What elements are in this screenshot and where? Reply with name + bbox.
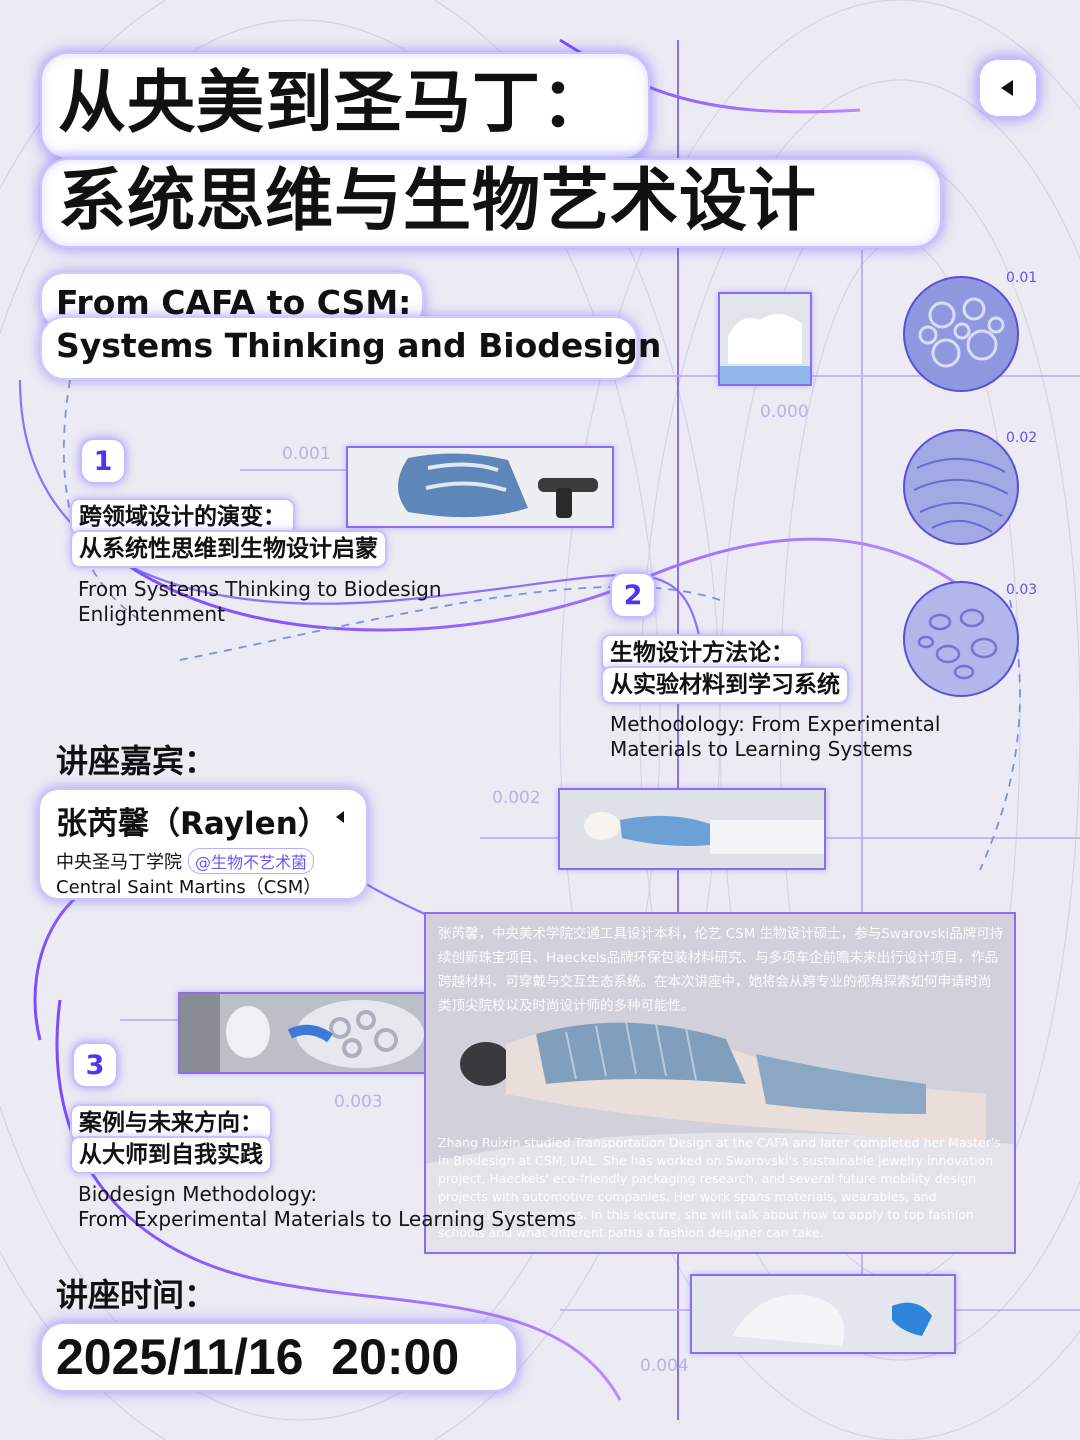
petri-dish-image [903,581,1019,697]
axis-label: 0.003 [334,1092,383,1112]
lab-gloves-photo [558,788,826,870]
section-subtitle-line: Materials to Learning Systems [610,737,913,761]
section-title-box: 从实验材料到学习系统 [603,668,847,702]
section-subtitle-line: From Systems Thinking to Biodesign [78,577,442,601]
subtitle-line2: Systems Thinking and Biodesign [56,326,662,365]
title-line2: 系统思维与生物艺术设计 [58,162,818,241]
time-heading: 讲座时间： [56,1276,217,1314]
sculpture-photo [690,1274,956,1354]
section-subtitle-line: From Experimental Materials to Learning … [78,1207,577,1231]
subtitle-line2-card [42,318,636,378]
section-subtitle-line: Enlightenment [78,602,225,626]
title-line1-card [42,54,648,158]
section-title-box: 从大师到自我实践 [72,1138,270,1172]
petri-label: 0.03 [1006,582,1038,598]
bio-panel: 张芮馨，中央美术学院交通工具设计本科，伦艺 CSM 生物设计硕士，参与Swaro… [424,912,1016,1254]
section-number-badge: 3 [74,1044,116,1086]
axis-label: 0.004 [640,1356,689,1376]
title-line1: 从央美到圣马丁： [58,64,611,143]
section-subtitle-line: Biodesign Methodology: [78,1182,318,1206]
bio-text-en: Zhang Ruixin studied Transportation Desi… [438,1135,1001,1240]
section-title-line: 跨领域设计的演变： [79,504,286,530]
subtitle-line1: From CAFA to CSM: [56,283,412,322]
section-title-line: 从大师到自我实践 [79,1142,263,1168]
axis-label: 0.002 [492,788,541,808]
small-triangle-icon[interactable] [334,810,346,824]
axis-label: 0.000 [760,402,809,422]
section-title-line: 生物设计方法论： [610,640,794,666]
petri-label: 0.02 [1006,430,1038,446]
speaker-name: 张芮馨（Raylen） [56,806,329,842]
section-title-line: 从系统性思维到生物设计启蒙 [79,536,378,562]
speaker-card [40,790,366,898]
section-subtitle-line: Methodology: From Experimental [610,712,941,736]
speaker-school-en: Central Saint Martins（CSM） [56,877,322,898]
speaker-handle[interactable]: @生物不艺术菌 [188,848,315,874]
speaker-heading: 讲座嘉宾： [56,742,217,780]
section-title-box: 案例与未来方向： [72,1106,270,1140]
speaker-school-cn: 中央圣马丁学院 @生物不艺术菌 [56,848,315,874]
section-title-box: 生物设计方法论： [603,636,801,670]
section-title-line: 案例与未来方向： [79,1110,263,1136]
section-title-line: 从实验材料到学习系统 [610,672,840,698]
bio-text-cn: 张芮馨，中央美术学院交通工具设计本科，伦艺 CSM 生物设计硕士，参与Swaro… [438,926,1004,1014]
section-title-box: 从系统性思维到生物设计启蒙 [72,532,385,566]
lecture-datetime: 2025/11/16 20:00 [56,1329,460,1385]
material-sample-photo [718,292,812,386]
petri-label: 0.01 [1006,270,1038,286]
title-line2-card [42,160,940,246]
section-number-badge: 2 [612,574,654,616]
speaker-school-cn-text: 中央圣马丁学院 [56,852,182,873]
wearable-print-photo [346,446,614,528]
back-button[interactable] [980,60,1036,116]
axis-label: 0.001 [282,444,331,464]
section-title-box: 跨领域设计的演变： [72,500,293,534]
datetime-card [42,1324,516,1390]
back-triangle-icon [1001,80,1013,96]
petri-dish-image [903,276,1019,392]
section-number-badge: 1 [82,440,124,482]
petri-dish-image [903,429,1019,545]
bio-background-image [426,914,1014,1252]
petri-sample-photo [178,992,446,1074]
